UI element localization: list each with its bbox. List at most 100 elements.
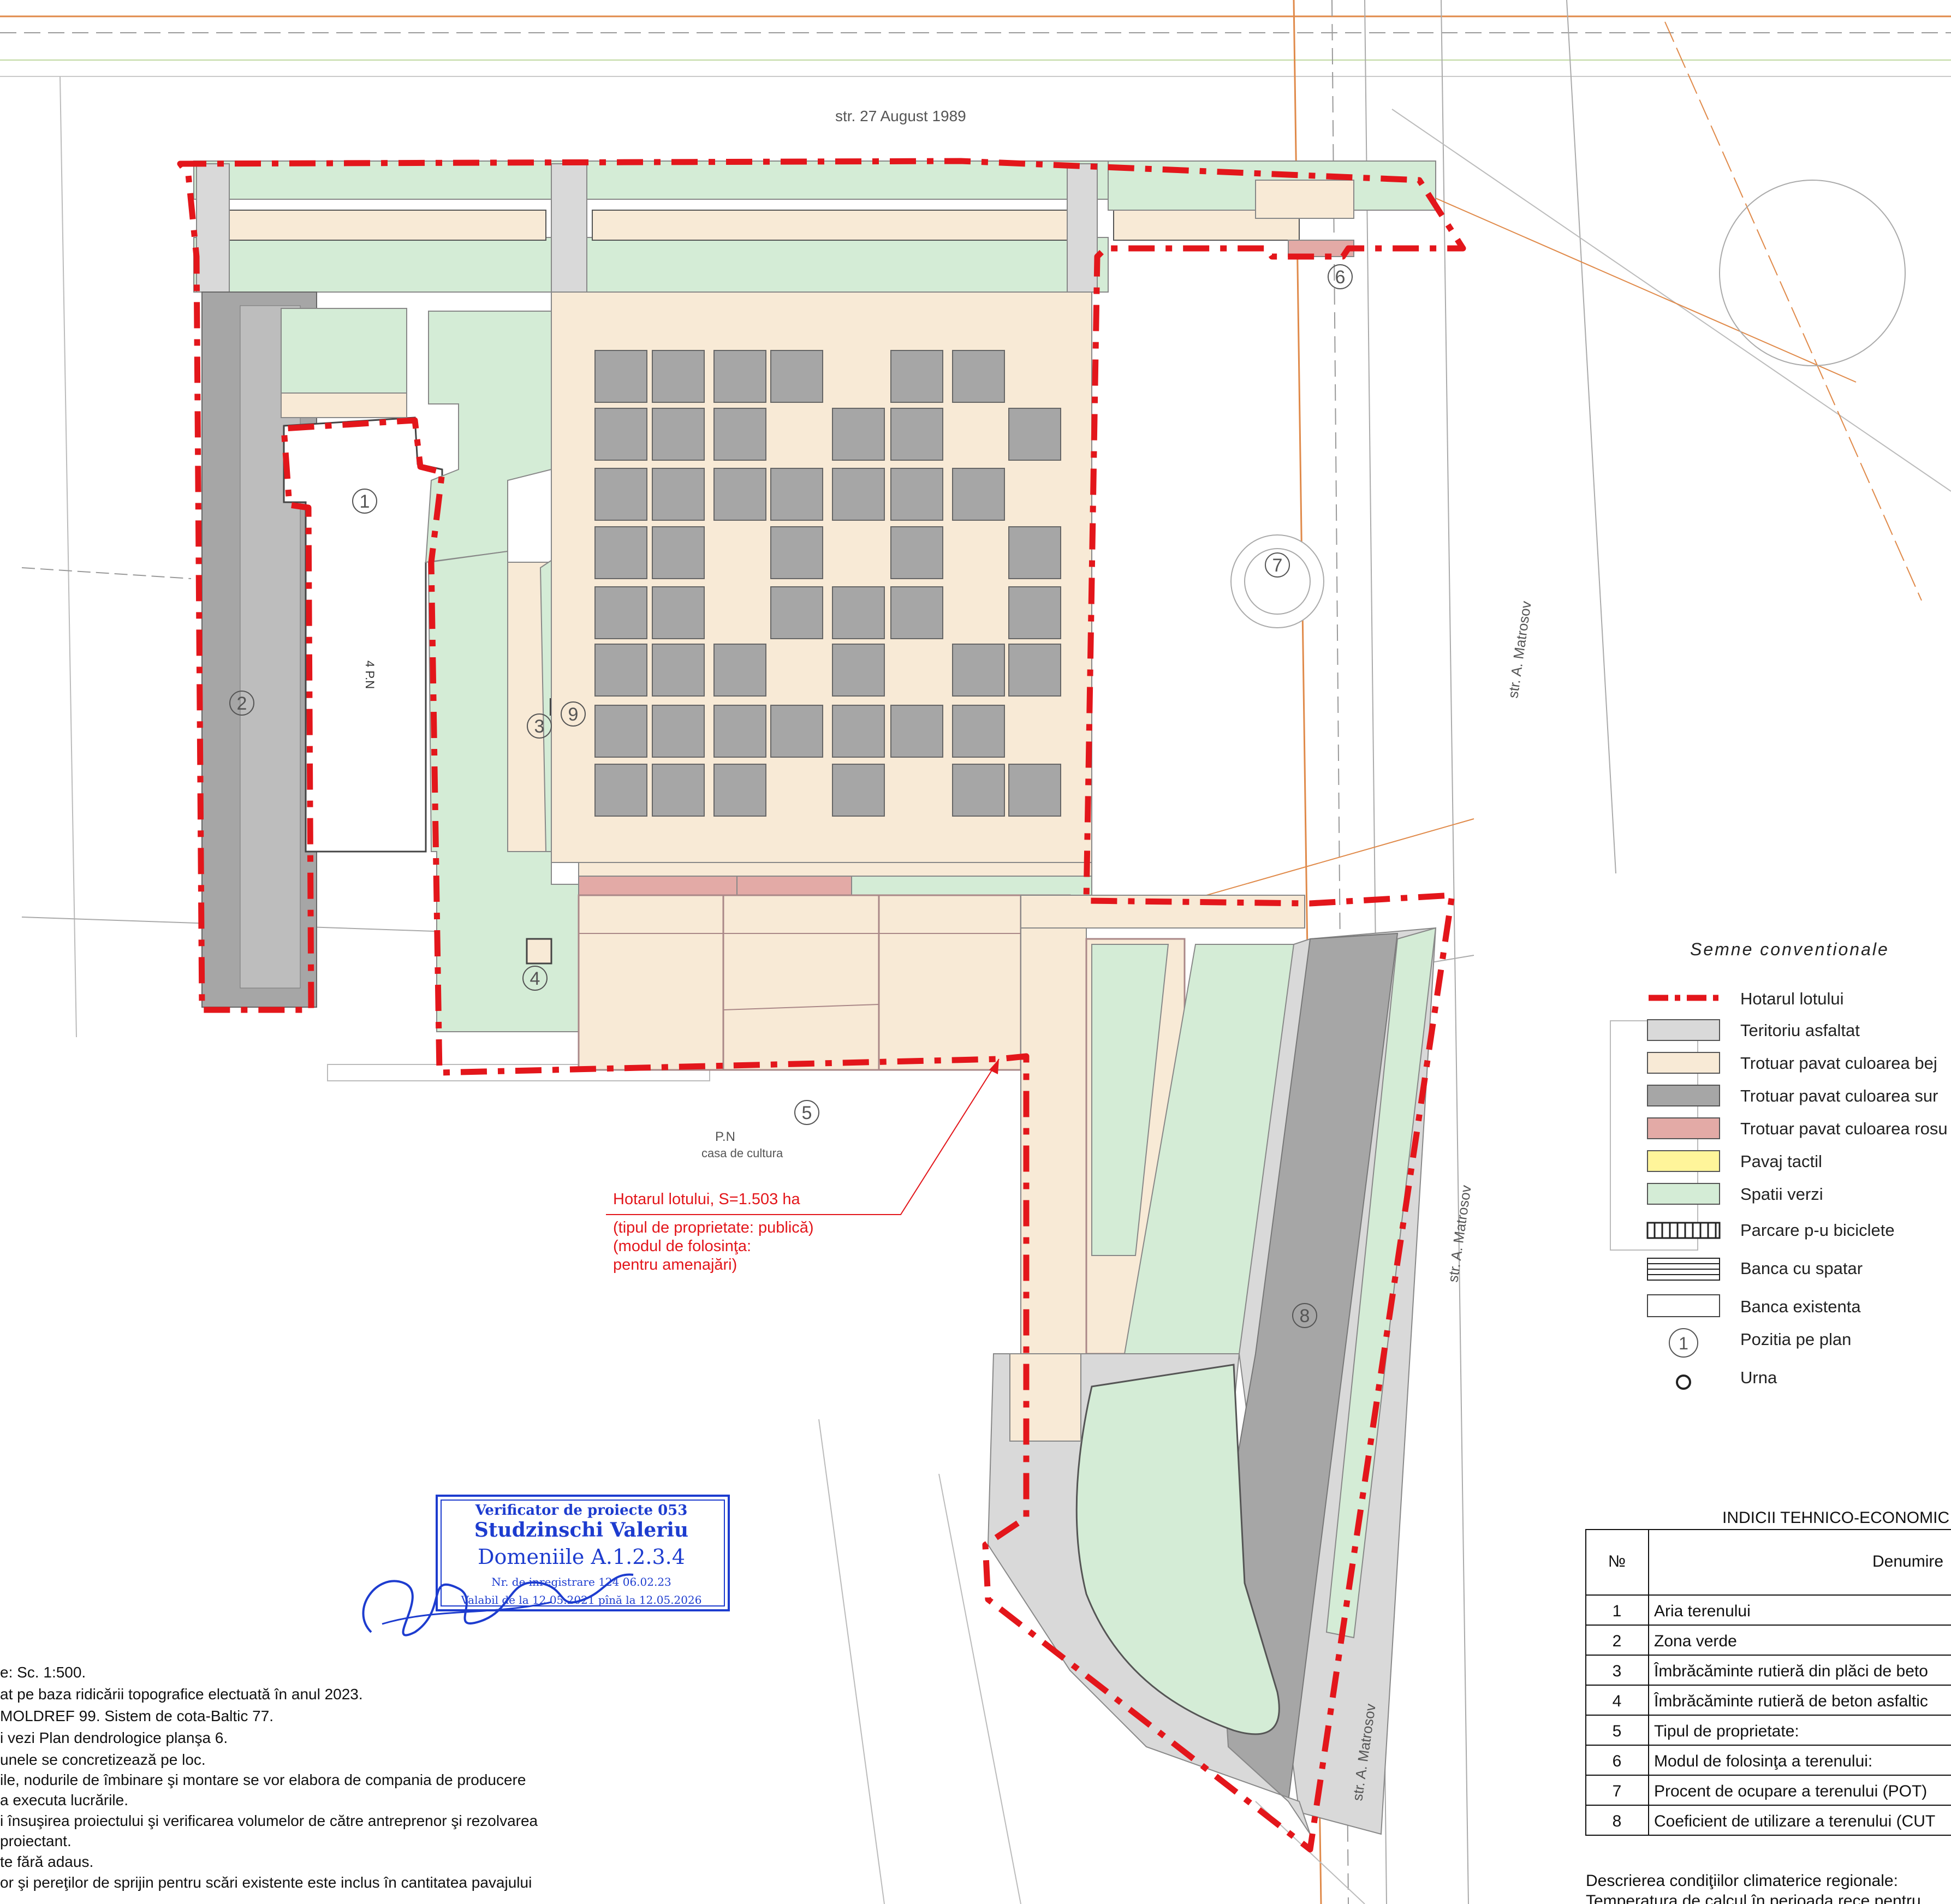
lot-note-use-2: pentru amenajări) xyxy=(613,1256,737,1274)
position-marker-8: 8 xyxy=(1292,1303,1317,1328)
lot-note-use-1: (modul de folosinţa: xyxy=(613,1237,751,1255)
position-marker-2: 2 xyxy=(229,691,254,716)
legend-swatch-bench xyxy=(1647,1258,1720,1281)
position-marker-9: 9 xyxy=(561,701,586,727)
legend-swatch-beige xyxy=(1647,1052,1720,1074)
paver-tile xyxy=(652,644,705,697)
north-strip xyxy=(193,160,1436,293)
note-line: e: Sc. 1:500. xyxy=(0,1664,86,1681)
lot-boundary xyxy=(177,158,1466,1853)
indicators-table: INDICII TEHNICO-ECONOMIC № Denumire 1 Ar… xyxy=(1585,1509,1951,1836)
legend-item-boundary: Hotarul lotului xyxy=(1740,989,1844,1008)
table-row-name: Aria terenului xyxy=(1654,1602,1751,1620)
table-row-no: 4 xyxy=(1613,1692,1622,1710)
legend-item-asphalt: Teritoriu asfaltat xyxy=(1740,1021,1860,1040)
table-row-name: Tipul de proprietate: xyxy=(1654,1722,1799,1740)
paver-tile xyxy=(952,350,1005,403)
table-row-name: Îmbrăcăminte rutieră de beton asfaltic xyxy=(1653,1692,1928,1710)
legend-item-tactile: Pavaj tactil xyxy=(1740,1152,1822,1171)
position-marker-1: 1 xyxy=(352,489,377,514)
casa-name: casa de cultura xyxy=(701,1146,783,1160)
paver-tile xyxy=(652,764,705,817)
climate-title: Descrierea condiţiilor climaterice regio… xyxy=(1586,1872,1898,1890)
legend-item-grey: Trotuar pavat culoarea sur xyxy=(1740,1086,1938,1105)
general-notes: e: Sc. 1:500. at pe baza ridicării topog… xyxy=(0,1664,538,1891)
paver-tile xyxy=(594,586,647,639)
paver-tile xyxy=(770,350,823,403)
paver-tile xyxy=(652,468,705,521)
table-row-name: Procent de ocupare a terenului (POT) xyxy=(1654,1782,1927,1800)
svg-text:1: 1 xyxy=(1679,1334,1688,1353)
svg-text:4: 4 xyxy=(530,968,540,989)
signature-mark xyxy=(362,1573,634,1637)
paver-tile xyxy=(770,526,823,579)
urn-icon xyxy=(1676,1375,1691,1390)
street-label-east-2: str. A. Matrosov xyxy=(1444,1184,1474,1283)
paver-tile xyxy=(1008,764,1061,817)
legend-item-red: Trotuar pavat culoarea rosu xyxy=(1740,1119,1948,1138)
paver-tile xyxy=(770,705,823,758)
note-line: proiectant. xyxy=(0,1832,72,1849)
note-line: or şi pereţilor de sprijin pentru scări … xyxy=(0,1874,532,1891)
paver-tile xyxy=(713,644,766,697)
paver-tile xyxy=(832,705,885,758)
legend-swatch-bike xyxy=(1646,1222,1721,1239)
svg-text:6: 6 xyxy=(1335,267,1346,288)
paver-tile xyxy=(952,644,1005,697)
paver-tile xyxy=(890,526,943,579)
table-row-name: Zona verde xyxy=(1654,1632,1737,1650)
legend-swatch-red xyxy=(1647,1117,1720,1139)
position-marker-4: 4 xyxy=(522,966,548,991)
lot-note-area: Hotarul lotului, S=1.503 ha xyxy=(613,1191,800,1208)
legend-swatch-tactile xyxy=(1647,1150,1720,1172)
note-line: i vezi Plan dendrologice planşa 6. xyxy=(0,1729,228,1746)
verifier-stamp: Verificator de proiecte 053 Studzinschi … xyxy=(362,1495,730,1637)
paver-tile xyxy=(713,705,766,758)
building-code: 4 P.N xyxy=(363,661,377,689)
paver-tile xyxy=(1008,586,1061,639)
paver-tile xyxy=(652,586,705,639)
position-markers: 1 2 3 4 5 6 7 8 9 xyxy=(229,264,1353,1328)
stamp-domains: Domeniile A.1.2.3.4 xyxy=(478,1545,685,1569)
svg-text:9: 9 xyxy=(568,704,579,725)
lot-note: Hotarul lotului, S=1.503 ha (tipul de pr… xyxy=(606,1058,1000,1274)
stamp-title: Verificator de proiecte 053 xyxy=(475,1502,688,1519)
paver-tile xyxy=(1008,526,1061,579)
paver-tile xyxy=(713,408,766,461)
svg-text:3: 3 xyxy=(534,716,545,737)
svg-text:7: 7 xyxy=(1272,555,1283,576)
indicators-col-name: Denumire xyxy=(1872,1552,1943,1570)
legend-item-urn: Urna xyxy=(1740,1368,1777,1387)
svg-text:8: 8 xyxy=(1300,1306,1310,1326)
paver-tile xyxy=(713,350,766,403)
street-label-east-1: str. A. Matrosov xyxy=(1504,600,1534,699)
legend-swatch-green xyxy=(1647,1183,1720,1205)
legend-item-beige: Trotuar pavat culoarea bej xyxy=(1740,1054,1937,1073)
table-row-no: 2 xyxy=(1613,1632,1622,1650)
paver-tile xyxy=(832,408,885,461)
legend-swatch-position: 1 xyxy=(1669,1328,1698,1358)
paver-tile xyxy=(652,526,705,579)
paver-tile xyxy=(770,468,823,521)
indicators-title: INDICII TEHNICO-ECONOMIC xyxy=(1722,1509,1949,1527)
paver-tile xyxy=(652,408,705,461)
note-line: MOLDREF 99. Sistem de cota-Baltic 77. xyxy=(0,1707,273,1724)
svg-text:2: 2 xyxy=(237,693,247,714)
legend-item-bench: Banca cu spatar xyxy=(1740,1259,1863,1278)
paver-tile xyxy=(890,408,943,461)
paver-tile xyxy=(832,468,885,521)
legend-title: Semne conventionale xyxy=(1690,939,1889,959)
paver-tile xyxy=(832,764,885,817)
paver-tile xyxy=(594,705,647,758)
paver-tile xyxy=(832,586,885,639)
note-line: ile, nodurile de îmbinare şi montare se … xyxy=(0,1771,526,1788)
position-marker-7: 7 xyxy=(1265,552,1290,578)
table-row-no: 6 xyxy=(1613,1752,1622,1770)
paver-tile xyxy=(594,764,647,817)
position-marker-5: 5 xyxy=(794,1100,819,1125)
table-row-no: 3 xyxy=(1613,1662,1622,1680)
legend-item-green: Spatii verzi xyxy=(1740,1185,1823,1204)
paver-tile xyxy=(890,586,943,639)
paver-tile xyxy=(770,586,823,639)
